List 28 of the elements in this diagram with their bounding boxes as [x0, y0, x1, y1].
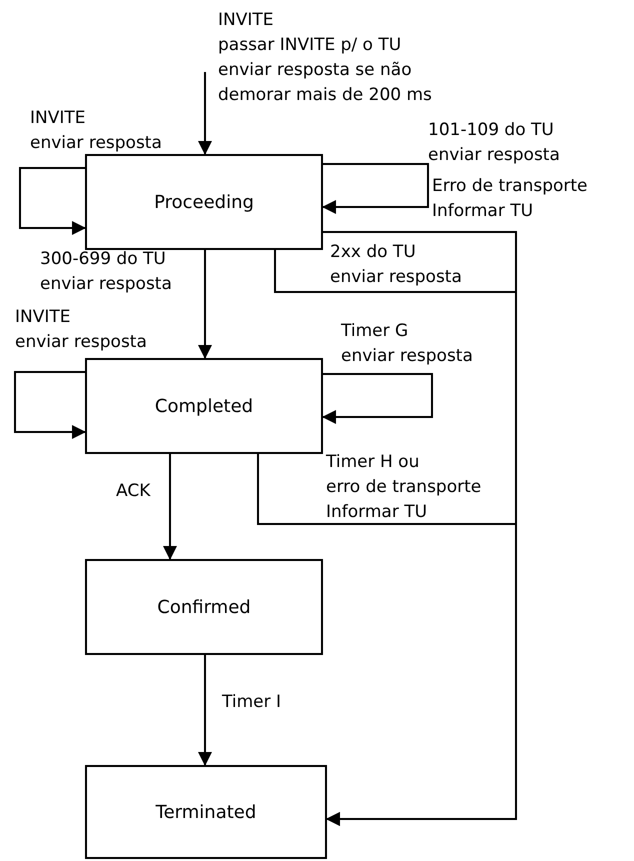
arrow [198, 250, 212, 359]
state-name: Terminated [156, 802, 256, 822]
edge-label: 2xx do TU enviar resposta [330, 241, 462, 289]
arrow [322, 163, 429, 214]
state-box [85, 154, 323, 250]
arrow [14, 371, 86, 439]
arrow [322, 373, 433, 424]
state-box [85, 765, 327, 859]
arrow [19, 167, 86, 235]
edge-label: Timer H ou erro de transporte Informar TU [326, 451, 482, 524]
state-name: Completed [154, 396, 254, 416]
edge-label: 101-109 do TU enviar resposta [428, 119, 560, 167]
arrow [163, 454, 177, 560]
arrow [257, 454, 517, 826]
state-box [85, 358, 323, 454]
state-name: Confirmed [157, 596, 251, 618]
edge-label: INVITE enviar resposta [15, 306, 147, 354]
arrow [198, 655, 212, 766]
edge-label: 300-699 do TU enviar resposta [40, 248, 172, 296]
edge-label: Erro de transporte Informar TU [432, 175, 588, 223]
edge-label: Timer G enviar resposta [341, 320, 473, 368]
arrow [198, 72, 212, 155]
edge-label: INVITE passar INVITE p/ o TU enviar resposta se não demorar mais de 200 ms [218, 9, 432, 107]
edge-label: ACK [116, 480, 150, 503]
state-box [85, 559, 323, 655]
edge-label: Timer I [222, 691, 282, 714]
state-name: Proceeding [154, 192, 254, 212]
edge-label: INVITE enviar resposta [30, 107, 162, 155]
